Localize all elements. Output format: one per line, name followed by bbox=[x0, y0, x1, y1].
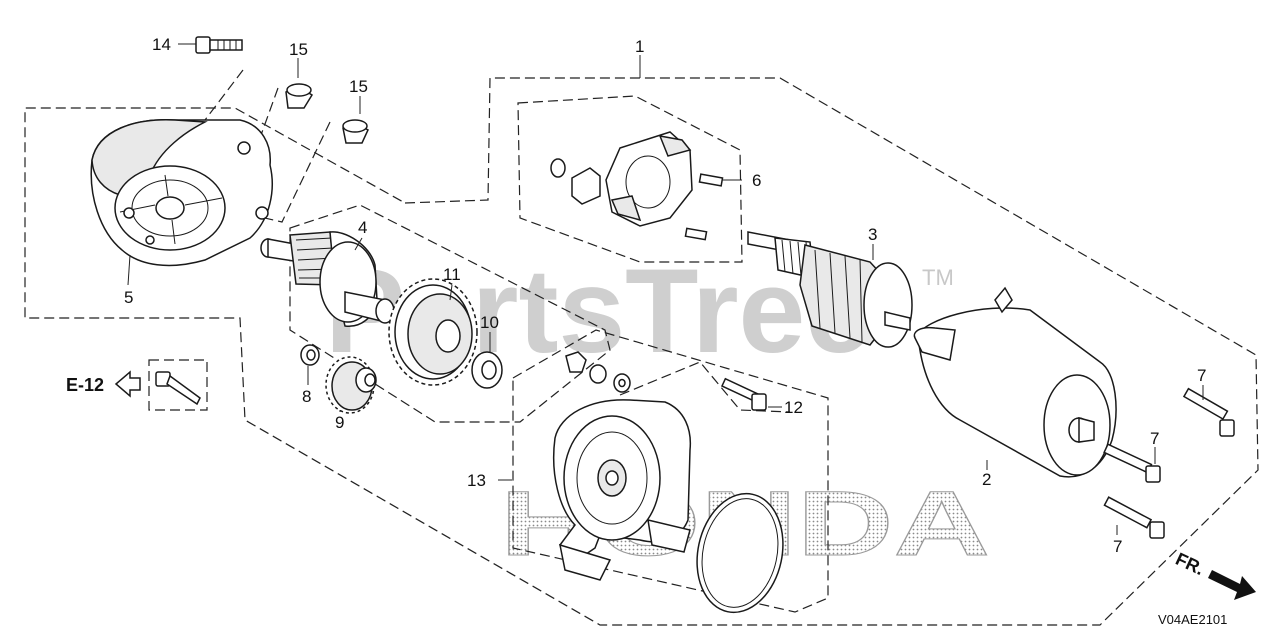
reference-arrow-icon bbox=[114, 370, 141, 398]
callout-7-b: 7 bbox=[1150, 429, 1159, 448]
o-ring bbox=[696, 492, 784, 614]
callout-leader-11 bbox=[449, 284, 453, 301]
callout-11: 11 bbox=[443, 265, 461, 284]
brush-holder-set-outline bbox=[517, 95, 743, 263]
callout-3: 3 bbox=[868, 225, 877, 244]
screw-part-12 bbox=[720, 377, 782, 411]
callout-15-a: 15 bbox=[289, 40, 308, 59]
reference-bolt-box bbox=[148, 359, 208, 411]
through-bolt-part-7-b bbox=[1103, 443, 1161, 483]
callout-14: 14 bbox=[152, 35, 171, 54]
through-bolt-part-7-a bbox=[1182, 385, 1235, 437]
pinion-leader-dash bbox=[619, 361, 791, 413]
rear-housing-part-5 bbox=[90, 119, 273, 267]
callout-12: 12 bbox=[784, 398, 803, 417]
callout-15-b: 15 bbox=[349, 77, 368, 96]
callout-9: 9 bbox=[335, 413, 344, 432]
callout-6: 6 bbox=[752, 171, 761, 190]
motor-yoke-part-2 bbox=[913, 286, 1117, 478]
front-direction-indicator: FR. bbox=[1173, 549, 1256, 600]
callout-5: 5 bbox=[124, 288, 133, 307]
dowel-leader-dash-b bbox=[251, 121, 331, 223]
dowel-pin-part-15-b bbox=[342, 96, 369, 144]
front-arrow-icon bbox=[1208, 570, 1256, 600]
callout-2: 2 bbox=[982, 470, 991, 489]
callout-leader-4 bbox=[354, 237, 363, 251]
callout-8: 8 bbox=[302, 387, 311, 406]
through-bolt-part-7-c bbox=[1103, 496, 1165, 539]
dowel-pin-part-15-a bbox=[285, 58, 314, 109]
front-cover-set-outline bbox=[512, 329, 829, 613]
trademark-mark: TM bbox=[922, 265, 954, 290]
callout-7-c: 7 bbox=[1113, 537, 1122, 556]
reference-bolt bbox=[155, 371, 201, 406]
callout-4: 4 bbox=[358, 218, 367, 237]
callout-leader-5 bbox=[127, 254, 131, 286]
reduction-gear-part-11 bbox=[388, 278, 478, 386]
front-direction-label: FR. bbox=[1173, 549, 1208, 579]
bolt-part-14 bbox=[178, 36, 243, 54]
front-cover-part-13 bbox=[498, 399, 692, 581]
callout-7-a: 7 bbox=[1197, 366, 1206, 385]
washer-part-8 bbox=[300, 344, 320, 366]
starter-clutch-part-4 bbox=[260, 231, 395, 327]
callout-13: 13 bbox=[467, 471, 486, 490]
callout-1: 1 bbox=[635, 37, 644, 56]
diagram-code: V04AE2101 bbox=[1158, 612, 1227, 627]
callout-10: 10 bbox=[480, 313, 499, 332]
front-cover-hardware bbox=[565, 351, 631, 393]
armature-part-3 bbox=[747, 231, 913, 348]
pinion-gear-part-9 bbox=[325, 356, 377, 414]
assembly-1-outline bbox=[24, 77, 1259, 626]
reference-label: E-12 bbox=[66, 375, 104, 395]
brush-holder-part-6 bbox=[550, 131, 742, 241]
washer-part-10 bbox=[471, 351, 503, 389]
